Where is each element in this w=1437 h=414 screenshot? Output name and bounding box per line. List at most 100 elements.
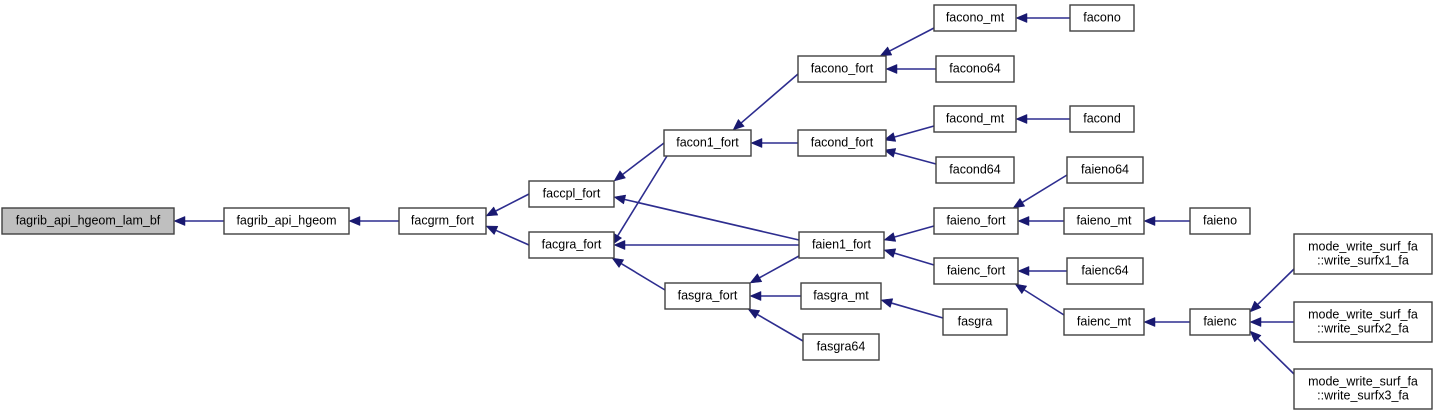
node-write_surfx1_fa[interactable]: mode_write_surf_fa::write_surfx1_fa <box>1293 233 1433 275</box>
node-box[interactable] <box>1063 207 1145 235</box>
node-facono_fort[interactable]: facono_fort <box>797 55 887 83</box>
node-write_surfx2_fa[interactable]: mode_write_surf_fa::write_surfx2_fa <box>1293 301 1433 343</box>
node-label: facond64 <box>949 162 1000 176</box>
edge-faieno_mt-to-faieno_fort <box>1017 216 1064 226</box>
node-facono[interactable]: facono <box>1069 4 1135 32</box>
edge-fasgra_mt-to-fasgra_fort <box>749 291 801 301</box>
node-box[interactable] <box>797 129 887 157</box>
node-faieno_fort[interactable]: faieno_fort <box>933 207 1019 235</box>
edge-arrowhead <box>1015 114 1028 124</box>
node-label: mode_write_surf_fa <box>1308 239 1418 253</box>
edges-layer <box>173 13 1295 375</box>
node-box[interactable] <box>1189 308 1251 336</box>
node-fagrib_api_hgeom[interactable]: fagrib_api_hgeom <box>223 207 350 235</box>
node-label: facono_fort <box>811 61 874 75</box>
node-fasgra64[interactable]: fasgra64 <box>802 333 880 361</box>
edge-arrowhead <box>880 298 894 308</box>
node-box[interactable] <box>1 207 175 235</box>
edge-faien1_fort-to-faccpl_fort <box>613 194 800 241</box>
edge-faccpl_fort-to-facgrm_fort <box>485 193 530 217</box>
node-box[interactable] <box>933 4 1017 32</box>
edge-line <box>894 252 935 266</box>
edge-arrowhead <box>485 225 499 236</box>
node-write_surfx3_fa[interactable]: mode_write_surf_fa::write_surfx3_fa <box>1293 368 1433 410</box>
node-box[interactable] <box>798 231 885 259</box>
edge-line <box>891 302 944 319</box>
node-box[interactable] <box>663 129 752 157</box>
node-facond_mt[interactable]: facond_mt <box>933 105 1017 133</box>
node-box[interactable] <box>935 156 1015 184</box>
node-box[interactable] <box>1063 308 1145 336</box>
node-box[interactable] <box>528 180 615 208</box>
node-box[interactable] <box>1293 301 1433 343</box>
edge-write_surfx2_fa-to-faienc <box>1249 317 1294 327</box>
edge-arrowhead <box>613 194 627 205</box>
node-faienc_mt[interactable]: faienc_mt <box>1063 308 1145 336</box>
node-faieno64[interactable]: faieno64 <box>1066 156 1144 184</box>
edge-line <box>621 263 666 291</box>
node-box[interactable] <box>528 231 615 259</box>
node-facond_fort[interactable]: facond_fort <box>797 129 887 157</box>
node-box[interactable] <box>933 105 1017 133</box>
node-box[interactable] <box>800 282 882 310</box>
node-facond[interactable]: facond <box>1069 105 1135 133</box>
node-box[interactable] <box>797 55 887 83</box>
edge-arrowhead <box>1143 216 1156 226</box>
node-facond64[interactable]: facond64 <box>935 156 1015 184</box>
node-box[interactable] <box>802 333 880 361</box>
node-faieno[interactable]: faieno <box>1189 207 1251 235</box>
node-label: fasgra_mt <box>813 288 869 302</box>
node-box[interactable] <box>398 207 487 235</box>
edge-arrowhead <box>885 64 898 74</box>
node-faienc64[interactable]: faienc64 <box>1066 257 1144 285</box>
node-box[interactable] <box>933 257 1019 285</box>
edge-faieno64-to-faieno_fort <box>1012 174 1068 209</box>
node-label: mode_write_surf_fa <box>1308 307 1418 321</box>
node-fasgra_mt[interactable]: fasgra_mt <box>800 282 882 310</box>
node-fasgra_fort[interactable]: fasgra_fort <box>664 282 751 310</box>
node-box[interactable] <box>1069 105 1135 133</box>
node-facgra_fort[interactable]: facgra_fort <box>528 231 615 259</box>
node-box[interactable] <box>1293 368 1433 410</box>
node-faien1_fort[interactable]: faien1_fort <box>798 231 885 259</box>
node-facgrm_fort[interactable]: facgrm_fort <box>398 207 487 235</box>
node-faienc_fort[interactable]: faienc_fort <box>933 257 1019 285</box>
node-fagrib_api_hgeom_lam_bf[interactable]: fagrib_api_hgeom_lam_bf <box>1 207 175 235</box>
node-label: faieno <box>1203 213 1237 227</box>
edge-arrowhead <box>1014 283 1028 295</box>
edge-arrowhead <box>749 291 762 301</box>
edge-facono64-to-facono_fort <box>885 64 936 74</box>
node-faienc[interactable]: faienc <box>1189 308 1251 336</box>
node-facono64[interactable]: facono64 <box>935 55 1015 83</box>
edge-facond_fort-to-facon1_fort <box>750 138 798 148</box>
node-label: facgrm_fort <box>411 213 475 227</box>
edge-arrowhead <box>883 248 897 258</box>
edge-facond_mt-to-facond_fort <box>883 125 935 142</box>
edge-write_surfx3_fa-to-faienc <box>1249 330 1295 375</box>
node-box[interactable] <box>935 55 1015 83</box>
node-box[interactable] <box>1066 156 1144 184</box>
edge-line <box>757 313 804 342</box>
node-box[interactable] <box>223 207 350 235</box>
node-box[interactable] <box>1069 4 1135 32</box>
node-box[interactable] <box>1189 207 1251 235</box>
node-facono_mt[interactable]: facono_mt <box>933 4 1017 32</box>
edge-arrowhead <box>883 232 897 242</box>
node-faieno_mt[interactable]: faieno_mt <box>1063 207 1145 235</box>
edge-faieno-to-faieno_mt <box>1143 216 1190 226</box>
node-box[interactable] <box>933 207 1019 235</box>
node-fasgra[interactable]: fasgra <box>942 308 1008 336</box>
edge-fagrib_api_hgeom-to-fagrib_api_hgeom_lam_bf <box>173 216 224 226</box>
edge-arrowhead <box>732 118 745 131</box>
node-facon1_fort[interactable]: facon1_fort <box>663 129 752 157</box>
node-faccpl_fort[interactable]: faccpl_fort <box>528 180 615 208</box>
node-box[interactable] <box>664 282 751 310</box>
node-box[interactable] <box>1066 257 1144 285</box>
node-label: fasgra <box>958 314 993 328</box>
node-label: facond <box>1083 111 1121 125</box>
node-box[interactable] <box>1293 233 1433 275</box>
edge-facon1_fort-to-faccpl_fort <box>613 142 665 182</box>
node-box[interactable] <box>942 308 1008 336</box>
edge-faien1_fort-to-fasgra_fort <box>749 255 800 284</box>
